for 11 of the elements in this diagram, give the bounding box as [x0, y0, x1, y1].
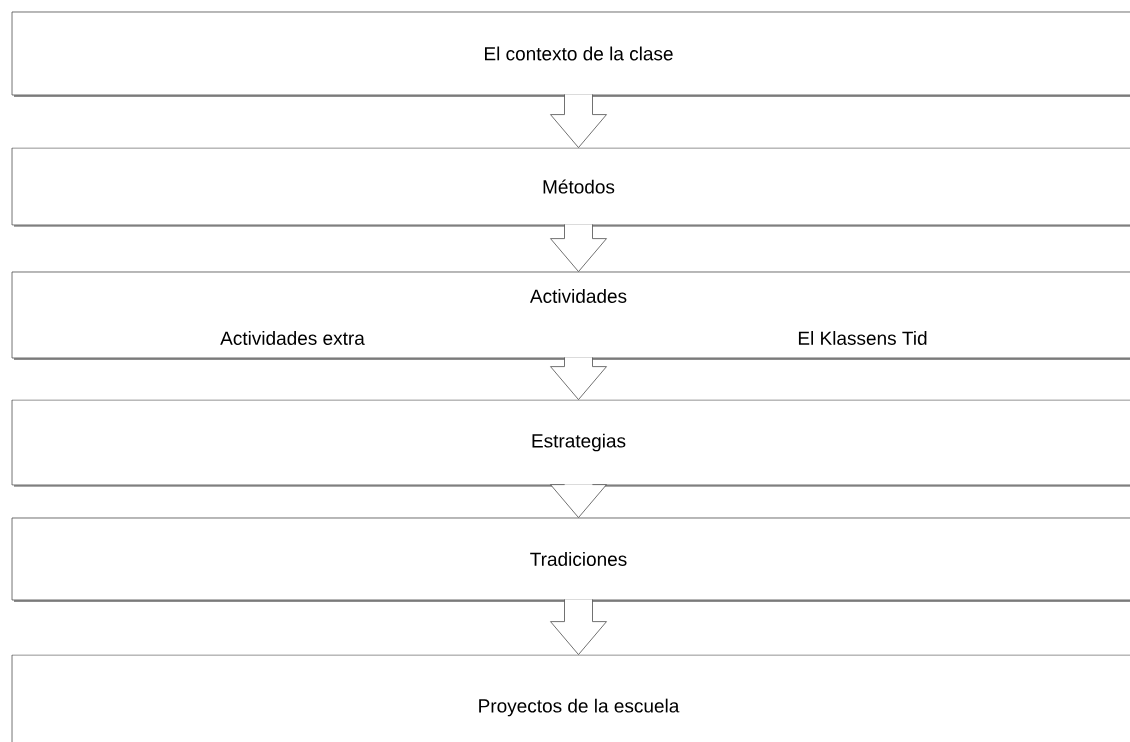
- process-box: Proyectos de la escuela: [11, 654, 1130, 742]
- block-arrow: [550, 484, 607, 518]
- process-box: El contexto de la clase: [11, 11, 1130, 97]
- process-box: Estrategias: [11, 399, 1130, 487]
- block-arrow: [550, 94, 607, 148]
- process-box: Tradiciones: [11, 517, 1130, 602]
- block-arrow: [550, 357, 607, 400]
- process-box: Actividades Actividades extra El Klassens Tid: [11, 271, 1130, 360]
- block-arrow: [550, 224, 607, 272]
- block-arrow: [550, 599, 607, 655]
- process-box: Métodos: [11, 147, 1130, 227]
